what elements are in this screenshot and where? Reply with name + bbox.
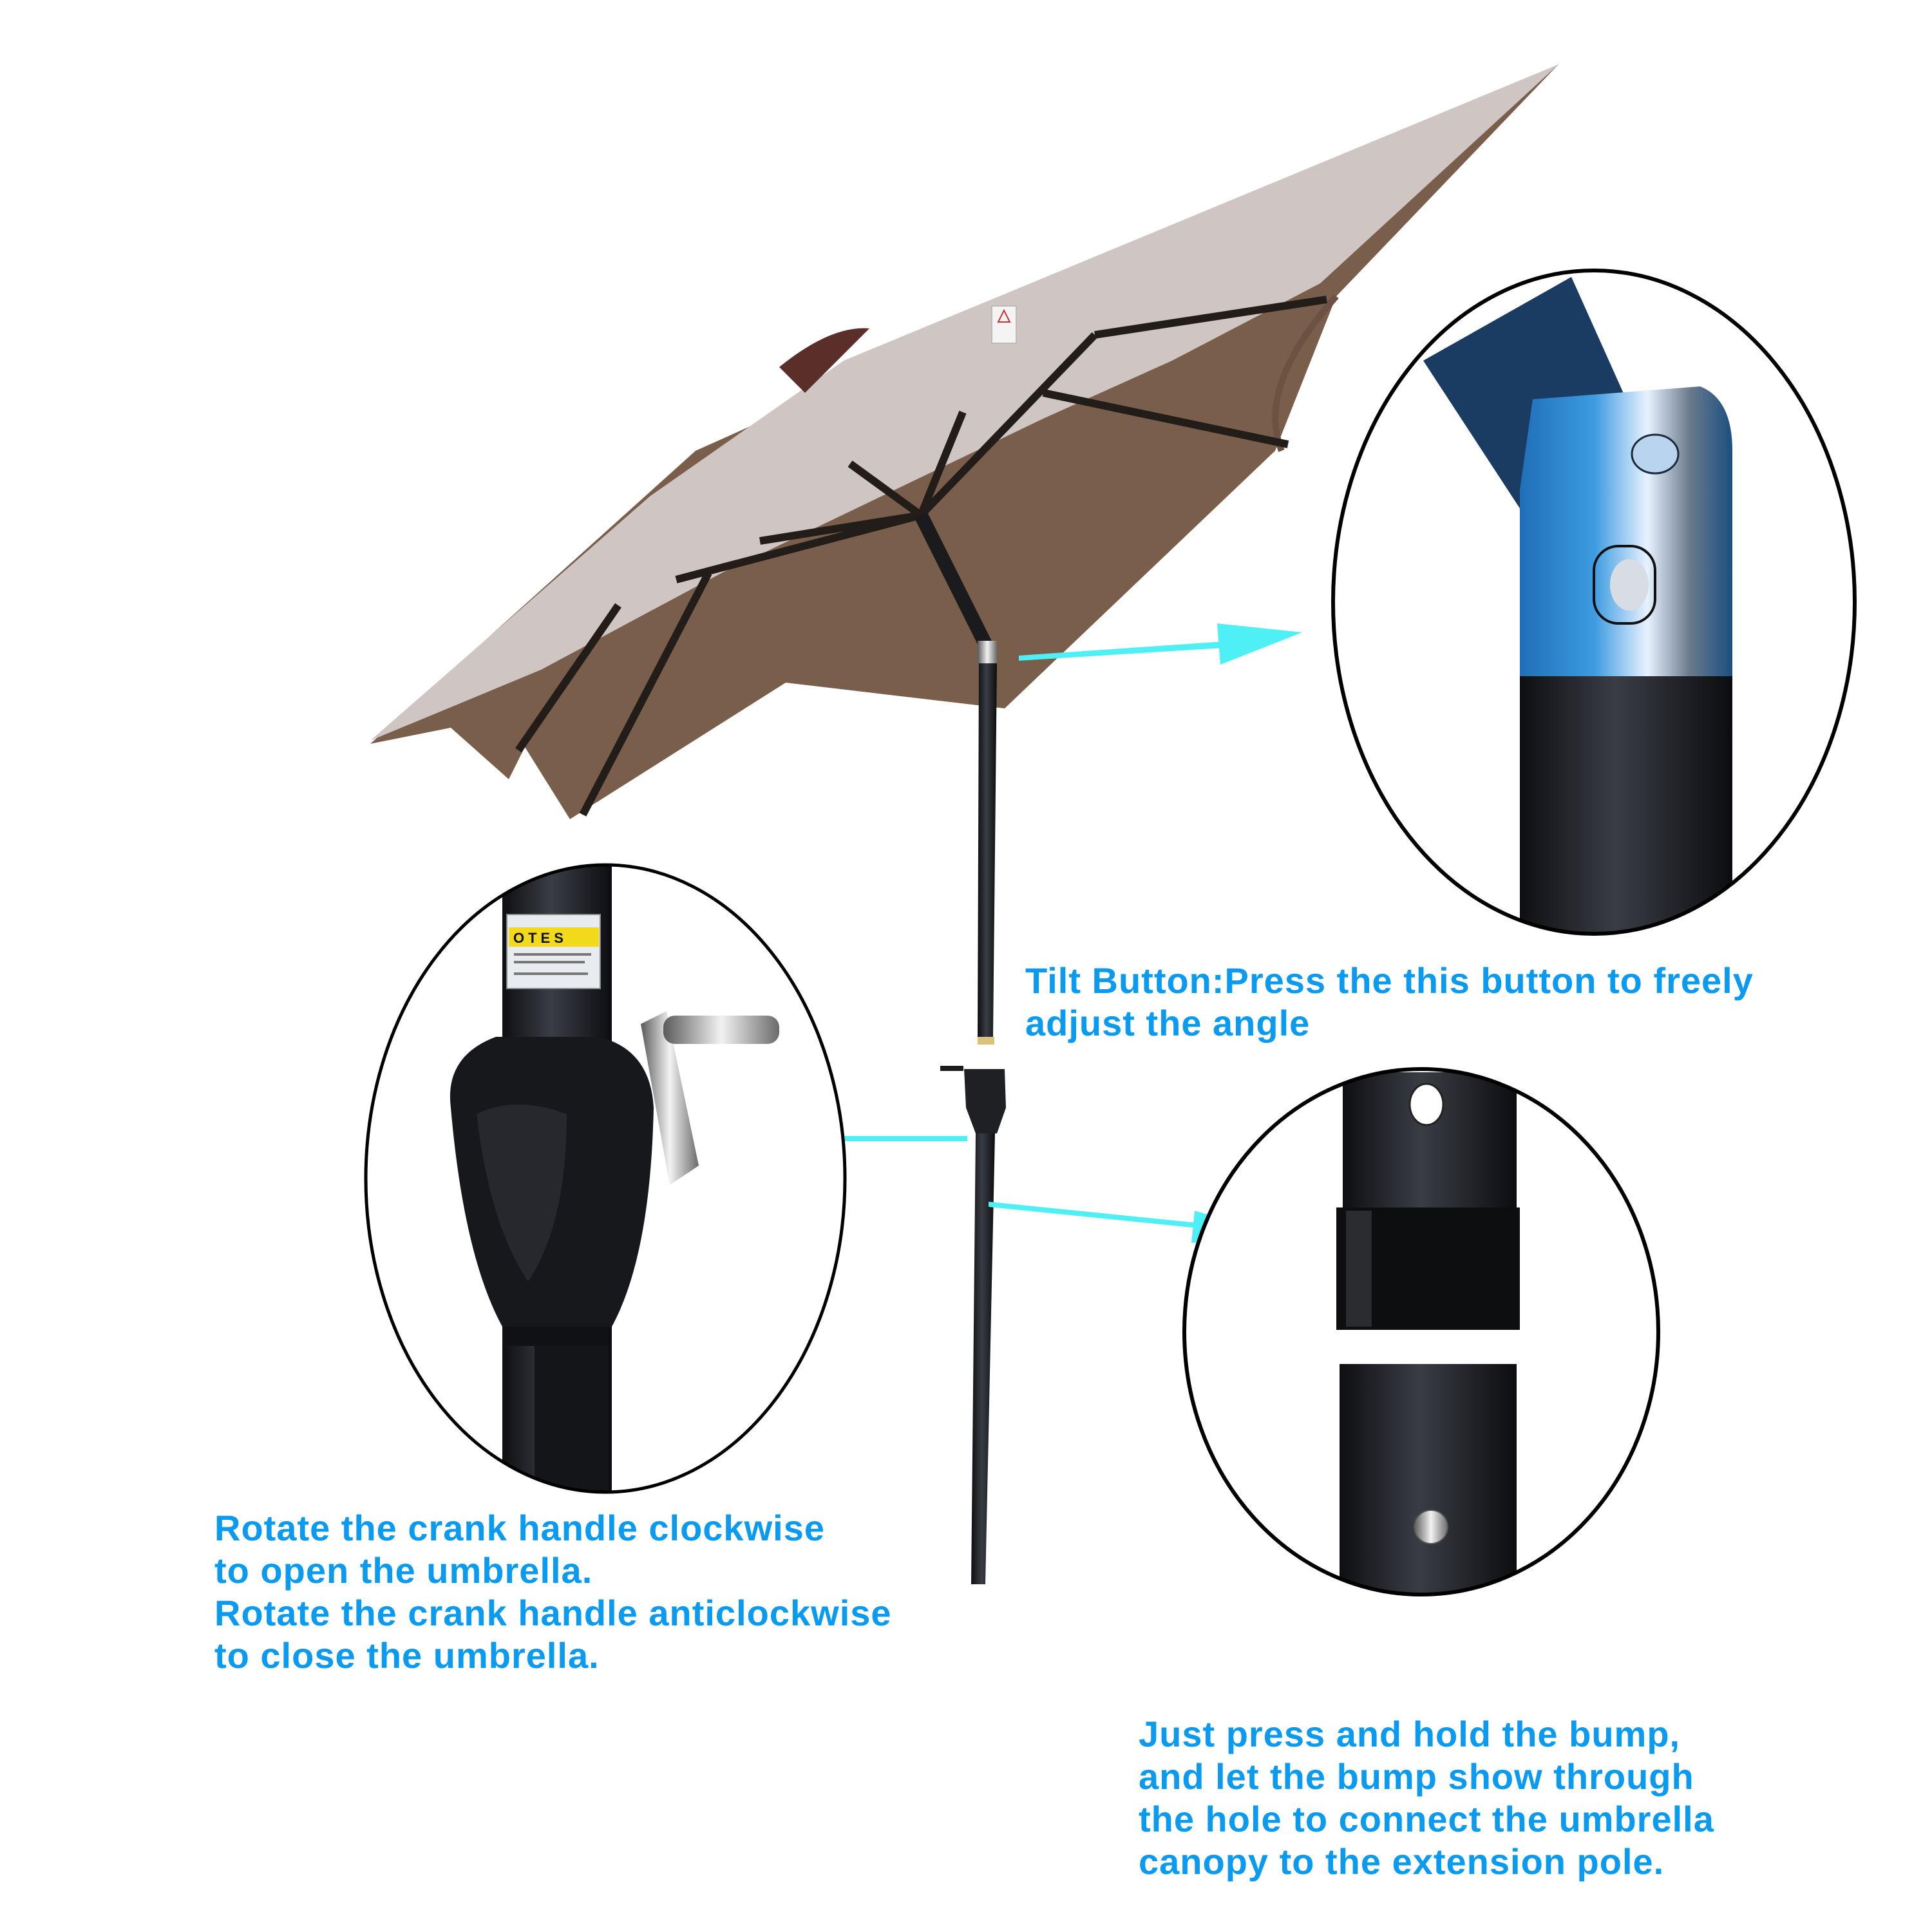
pole-hole [1408,1083,1444,1126]
caption-line: Rotate the crank handle clockwise [214,1508,825,1548]
warning-tag [991,305,1017,344]
notes-sticker-label: OTES [513,930,567,946]
extension-pole-inset [1182,1067,1660,1596]
caption-line: to open the umbrella. [214,1550,593,1591]
umbrella-canopy [370,64,1558,819]
tilt-button-inset [1331,269,1857,936]
caption-line: adjust the angle [1025,1003,1311,1043]
crank-handle-inset: OTES [364,863,847,1494]
caption-line: Rotate the crank handle anticlockwise [214,1593,892,1633]
extension-pole-caption: Just press and hold the bump, and let th… [1139,1713,1714,1883]
tilt-joint [978,641,997,667]
crank-handle-caption: Rotate the crank handle clockwise to ope… [214,1507,892,1677]
screw-icon [1631,433,1680,475]
crank-handle [663,1016,779,1044]
tilt-button-caption: Tilt Button:Press the this button to fre… [1025,960,1754,1045]
caption-line: and let the bump show through [1139,1756,1694,1797]
caption-line: to close the umbrella. [214,1635,600,1676]
caption-line: Tilt Button:Press the this button to fre… [1025,960,1754,1001]
umbrella-pole [940,663,1006,1584]
tilt-arrow [1019,623,1302,665]
caption-line: canopy to the extension pole. [1139,1841,1665,1882]
crank-housing [964,1069,1006,1133]
caption-line: Just press and hold the bump, [1139,1714,1681,1754]
tilt-button [1593,545,1656,625]
caption-line: the hole to connect the umbrella [1139,1799,1714,1839]
bump-pin-icon [1414,1510,1448,1544]
